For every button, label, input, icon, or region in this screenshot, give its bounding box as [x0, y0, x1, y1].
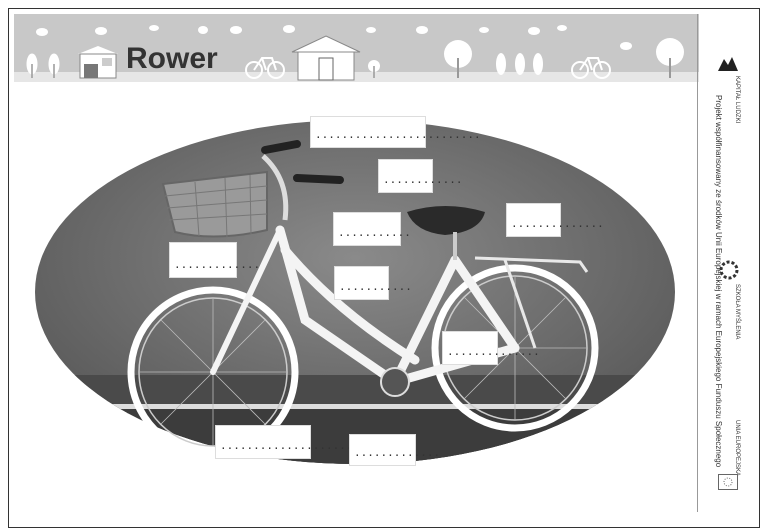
kapital-ludzki-logo-icon: [716, 55, 740, 73]
szkola-myslenia-label: SZKOŁA MYŚLENIA: [734, 284, 740, 339]
eu-flag-icon: [718, 474, 738, 490]
banner-decoration: [14, 14, 699, 82]
kapital-ludzki-label: KAPITAŁ LUDZKI: [734, 76, 740, 123]
szkola-myslenia-logo-icon: [719, 260, 739, 280]
unia-europejska-label: UNIA EUROPEJSKA: [734, 420, 740, 476]
page-title: Rower: [126, 42, 218, 76]
label-box-pedal[interactable]: .............: [349, 434, 416, 466]
label-box-front-wheel[interactable]: .......................: [215, 425, 311, 459]
label-box-handlebar[interactable]: ............: [378, 159, 433, 193]
label-box-saddle[interactable]: ..............: [506, 203, 561, 237]
header-banner: [14, 14, 699, 82]
label-box-rear-wheel[interactable]: ..............: [442, 331, 498, 365]
label-box-basket[interactable]: .............: [169, 242, 237, 278]
label-box-frame-top[interactable]: ...........: [333, 212, 401, 246]
label-box-frame[interactable]: ...........: [334, 266, 389, 300]
project-funding-text: Projekt współfinansowany ze środków Unii…: [714, 95, 723, 495]
label-box-bell[interactable]: .........................: [310, 116, 426, 148]
